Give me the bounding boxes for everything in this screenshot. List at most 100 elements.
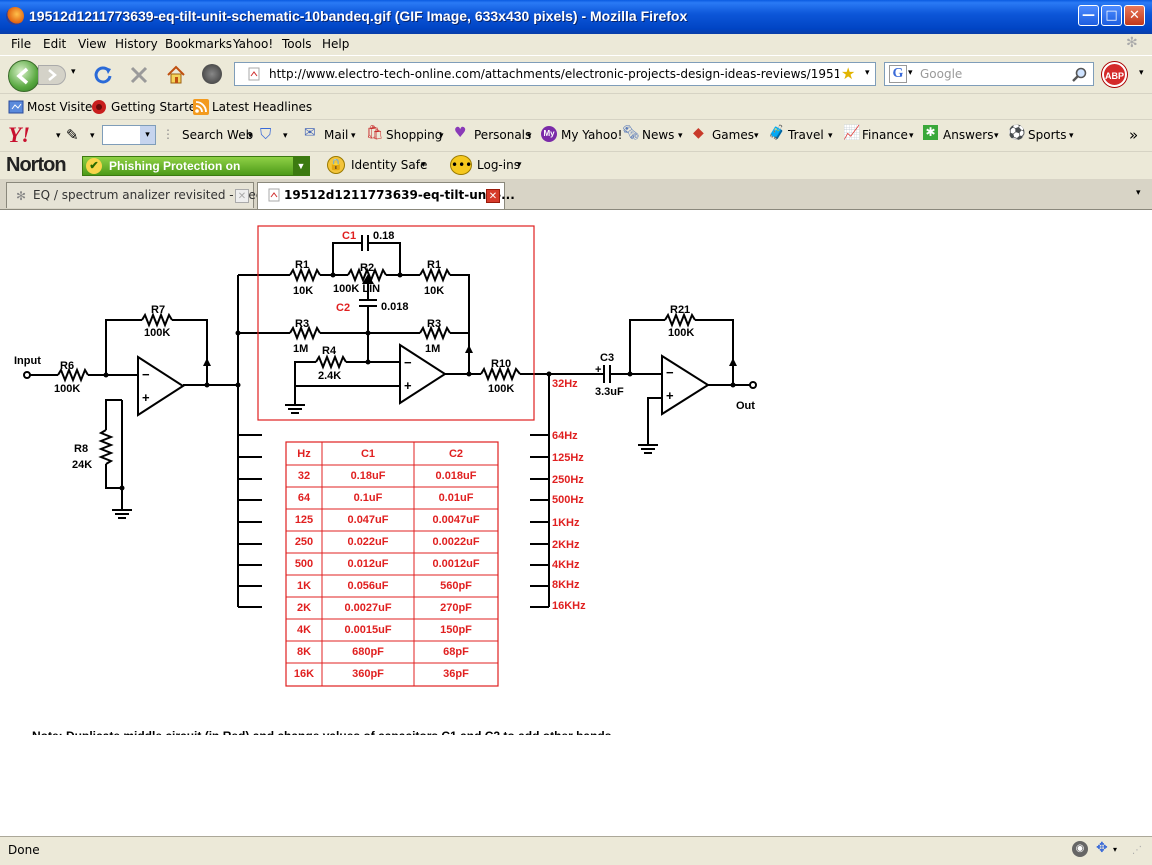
logins-dropdown-icon[interactable]: ▾ <box>517 160 522 170</box>
yahoo-personals[interactable]: Personals <box>474 128 532 142</box>
r1-right-value: 10K <box>424 285 444 297</box>
google-engine-icon[interactable]: G <box>889 65 907 83</box>
logins-button[interactable]: Log-ins <box>477 158 520 172</box>
rss-feed-icon <box>193 99 209 115</box>
table-cell: 0.047uF <box>348 514 389 526</box>
tab-list-dropdown-icon[interactable]: ▾ <box>1136 188 1141 198</box>
yahoo-my-yahoo[interactable]: My Yahoo! <box>561 128 623 142</box>
mail-dropdown-icon[interactable]: ▾ <box>351 131 356 141</box>
pencil-dropdown-icon[interactable]: ▾ <box>90 131 95 141</box>
shield-dropdown-icon[interactable]: ▾ <box>283 131 288 141</box>
yahoo-travel[interactable]: Travel <box>788 128 824 142</box>
maximize-button[interactable]: □ <box>1101 5 1122 26</box>
status-dropdown-icon[interactable]: ▾ <box>1113 845 1118 854</box>
tab-eq-spectrum[interactable]: ✻ EQ / spectrum analizer revisited - Ele… <box>6 182 282 208</box>
band-32hz: 32Hz <box>552 378 578 390</box>
throbber-icon: ✻ <box>1126 35 1138 51</box>
history-dropdown-icon[interactable]: ▾ <box>71 67 76 77</box>
bookmark-latest-headlines[interactable]: Latest Headlines <box>212 100 313 114</box>
search-web-dropdown-icon[interactable]: ▾ <box>248 131 253 141</box>
r2-value: 100K LIN <box>333 283 380 295</box>
r7-label: R7 <box>151 304 165 316</box>
toolbar-overflow-icon[interactable]: » <box>1129 126 1139 144</box>
menu-help[interactable]: Help <box>322 37 350 51</box>
yahoo-logo[interactable]: Y! <box>8 122 30 147</box>
travel-dropdown-icon[interactable]: ▾ <box>828 131 833 141</box>
yahoo-shopping[interactable]: Shopping <box>386 128 443 142</box>
home-icon[interactable] <box>165 64 187 86</box>
back-button[interactable] <box>8 60 40 92</box>
yahoo-sports[interactable]: Sports <box>1028 128 1067 142</box>
yahoo-mail[interactable]: Mail <box>324 128 349 142</box>
news-dropdown-icon[interactable]: ▾ <box>678 131 683 141</box>
band-64hz: 64Hz <box>552 430 578 442</box>
menu-file[interactable]: File <box>11 37 32 51</box>
tab-bar: ✻ EQ / spectrum analizer revisited - Ele… <box>0 179 1152 210</box>
r8-value: 24K <box>72 459 92 471</box>
tab-schematic[interactable]: 19512d1211773639-eq-tilt-unit-... ✕ <box>257 182 515 209</box>
url-dropdown-icon[interactable]: ▾ <box>865 68 870 78</box>
shield-icon[interactable]: ⛉ <box>260 125 272 143</box>
answers-dropdown-icon[interactable]: ▾ <box>994 131 999 141</box>
minimize-button[interactable]: — <box>1078 5 1099 26</box>
getting-started-icon <box>92 100 106 114</box>
identity-safe-dropdown-icon[interactable]: ▾ <box>421 160 426 170</box>
forward-button[interactable] <box>38 65 66 85</box>
yahoo-finance[interactable]: Finance <box>862 128 908 142</box>
adblock-dropdown-icon[interactable]: ▾ <box>1139 68 1144 78</box>
status-addon-icon[interactable]: ◉ <box>1072 841 1088 857</box>
table-cell: 150pF <box>440 624 472 636</box>
search-input[interactable]: Google <box>920 67 963 81</box>
r4-label: R4 <box>322 345 337 357</box>
personals-dropdown-icon[interactable]: ▾ <box>527 131 532 141</box>
yahoo-answers[interactable]: Answers <box>943 128 994 142</box>
url-bar[interactable]: http://www.electro-tech-online.com/attac… <box>234 62 876 86</box>
menu-bookmarks[interactable]: Bookmarks <box>165 37 233 51</box>
phishing-dropdown-icon[interactable]: ▼ <box>293 157 309 175</box>
yahoo-search-web[interactable]: Search Web <box>182 128 254 142</box>
table-cell: 0.01uF <box>439 492 474 504</box>
search-icon[interactable] <box>1071 67 1087 83</box>
phishing-protection-button[interactable]: ✔ Phishing Protection on ▼ <box>82 156 310 176</box>
sports-dropdown-icon[interactable]: ▾ <box>1069 131 1074 141</box>
yahoo-news[interactable]: News <box>642 128 675 142</box>
close-button[interactable]: ✕ <box>1124 5 1145 26</box>
finance-dropdown-icon[interactable]: ▾ <box>909 131 914 141</box>
menu-yahoo[interactable]: Yahoo! <box>233 37 274 51</box>
yahoo-search-dropdown-icon[interactable]: ▾ <box>140 126 155 144</box>
menu-view[interactable]: View <box>78 37 107 51</box>
r7-value: 100K <box>144 327 170 339</box>
norton-toolbar: Norton ✔ Phishing Protection on ▼ 🔒 Iden… <box>0 151 1152 180</box>
yahoo-logo-dropdown-icon[interactable]: ▾ <box>56 131 61 141</box>
tab-close-icon[interactable]: ✕ <box>235 189 249 203</box>
personals-heart-icon: ♥ <box>454 125 467 141</box>
bookmark-getting-started[interactable]: Getting Started <box>111 100 204 114</box>
menu-edit[interactable]: Edit <box>43 37 67 51</box>
resize-grip-icon[interactable]: ⋰ <box>1132 845 1142 856</box>
stop-icon[interactable] <box>129 65 149 85</box>
bookmark-star-icon[interactable]: ★ <box>841 64 856 83</box>
games-dropdown-icon[interactable]: ▾ <box>754 131 759 141</box>
band-16khz: 16KHz <box>552 600 586 612</box>
menu-tools[interactable]: Tools <box>282 37 312 51</box>
pencil-icon[interactable]: ✎ <box>66 126 79 144</box>
menu-history[interactable]: History <box>115 37 158 51</box>
status-network-icon[interactable]: ✥ <box>1096 840 1108 856</box>
reload-icon[interactable] <box>92 64 114 86</box>
table-header-cell: C1 <box>361 448 375 460</box>
yahoo-games[interactable]: Games <box>712 128 754 142</box>
shopping-dropdown-icon[interactable]: ▾ <box>439 131 444 141</box>
status-bar: Done ◉ ✥ ▾ ⋰ <box>0 836 1152 865</box>
adblock-icon[interactable]: ABP <box>1102 62 1127 87</box>
table-cell: 360pF <box>352 668 384 680</box>
bookmark-most-visited[interactable]: Most Visited <box>27 100 101 114</box>
search-engine-dropdown-icon[interactable]: ▾ <box>908 68 913 78</box>
tab-close-active-icon[interactable]: ✕ <box>486 189 500 203</box>
r21-label: R21 <box>670 304 690 316</box>
shopping-bag-icon: 🛍 <box>366 125 384 141</box>
identity-safe-button[interactable]: Identity Safe <box>351 158 428 172</box>
search-box[interactable]: G ▾ Google <box>884 62 1094 86</box>
nav-extension-icon[interactable] <box>202 64 222 84</box>
yahoo-search-input[interactable]: ▾ <box>102 125 156 145</box>
